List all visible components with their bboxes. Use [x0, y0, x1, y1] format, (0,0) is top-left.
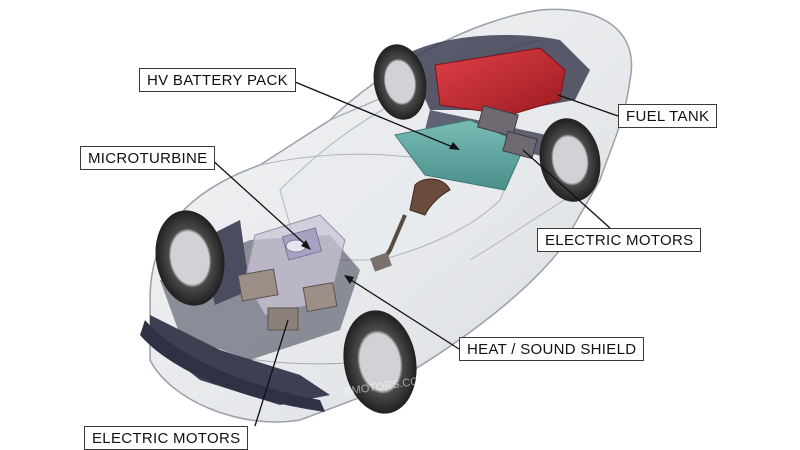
- rear-electric-motors: [477, 105, 538, 160]
- fuel-tank-shape: [434, 47, 566, 116]
- leader-line-microturbine: [209, 157, 308, 247]
- steering-assembly: [370, 178, 451, 272]
- label-hv-battery-pack: HV BATTERY PACK: [139, 68, 296, 92]
- arrowhead-microturbine: [301, 240, 311, 250]
- wheel-rear-right: [539, 118, 601, 202]
- front-electric-motors: [237, 268, 338, 331]
- leader-line-em-right: [522, 149, 611, 229]
- arrowhead-heat: [344, 275, 354, 284]
- battery-pack-shape: [394, 119, 526, 191]
- wheel-front-right: [343, 310, 417, 414]
- label-microturbine: MICROTURBINE: [80, 146, 216, 170]
- wheel-rear-left: [373, 44, 427, 120]
- arrowhead-hv-battery: [449, 142, 460, 150]
- leader-line-em-bottom: [254, 319, 289, 427]
- label-fuel-tank: FUEL TANK: [618, 104, 718, 128]
- leader-line-fuel-tank: [557, 94, 619, 117]
- label-electric-motors-rear: ELECTRIC MOTORS: [537, 228, 702, 252]
- front-bumper-beam: [140, 320, 325, 412]
- leader-lines: [209, 81, 619, 427]
- label-electric-motors-front: ELECTRIC MOTORS: [84, 426, 249, 450]
- leader-line-hv-battery: [294, 81, 456, 149]
- wheel-front-left: [155, 210, 225, 306]
- leader-line-heat: [347, 277, 460, 350]
- label-heat-sound-shield: HEAT / SOUND SHIELD: [459, 337, 645, 361]
